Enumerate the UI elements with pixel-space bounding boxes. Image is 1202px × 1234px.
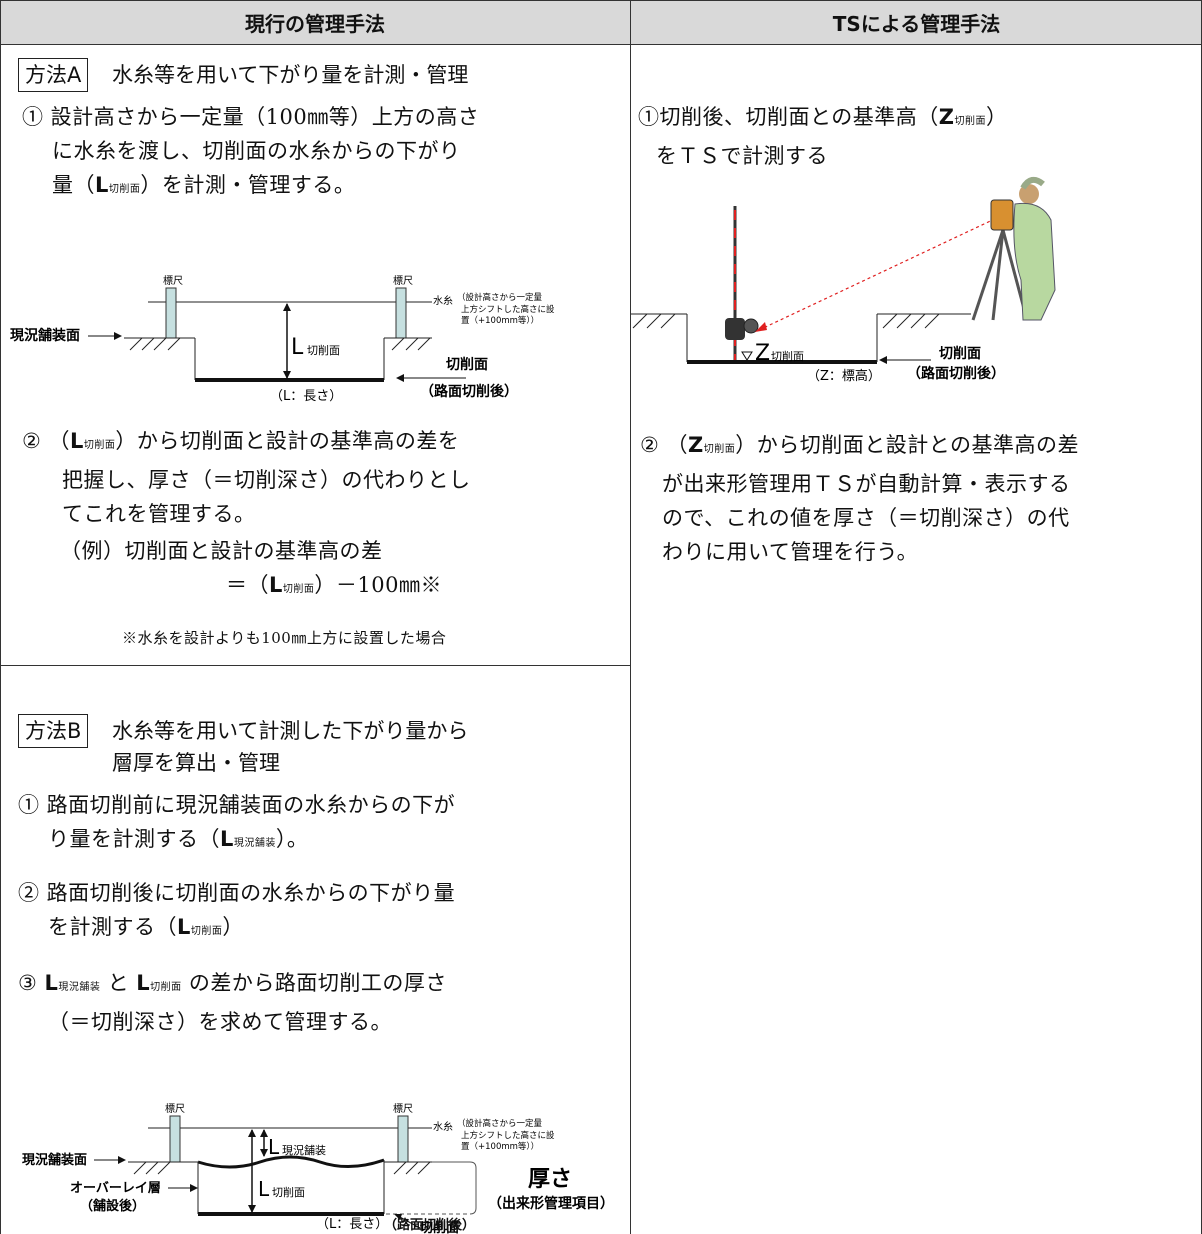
- method-a-example-line1: （例）切削面と設計の基準高の差: [60, 539, 383, 563]
- diagram-ts-z-sub: 切削面: [771, 349, 804, 363]
- diagram-a-existing: 現況舗装面: [10, 327, 80, 344]
- method-a-step1-line1: ① 設計高さから一定量（100㎜等）上方の高さ: [22, 105, 480, 129]
- method-b-title-line1: 水糸等を用いて計測した下がり量から: [112, 719, 469, 743]
- diagram-a-string-note2: 上方シフトした高さに設: [461, 304, 555, 315]
- ts-step2-line3: ので、これの値を厚さ（＝切削深さ）の代: [662, 506, 1070, 530]
- diagram-b-overlay-note: （舗設後）: [80, 1198, 145, 1214]
- ts-step1-line2: をＴＳで計測する: [656, 144, 828, 168]
- diagram-method-b: 標尺 標尺 L 現況舗装 L 切削面 現況舗装面 オーバーレイ層 （舗設後） 水…: [22, 1102, 614, 1234]
- method-a-step1-line3: 量（L切削面）を計測・管理する。: [52, 173, 356, 197]
- diagram-a-string: 水糸: [433, 295, 453, 307]
- diagram-b-after-cut: （路面切削後）: [384, 1218, 476, 1233]
- ts-step1: ①切削後、切削面との基準高（Z切削面） をＴＳで計測する: [638, 100, 1008, 173]
- ts-step2: ② （Z切削面）から切削面と設計との基準高の差 が出来形管理用ＴＳが自動計算・表…: [640, 428, 1079, 569]
- diagram-method-a: 標尺 標尺 L 切削面 現況舗装面 水糸 （設計高さから一定量 上方シフトした高…: [10, 274, 555, 404]
- diagram-ts-cut-surface: 切削面: [939, 345, 981, 362]
- method-b-step1-line2: り量を計測する（L現況舗装）。: [48, 827, 309, 851]
- method-b-title-line2: 層厚を算出・管理: [112, 751, 280, 775]
- diagram-b-existing: 現況舗装面: [22, 1152, 87, 1168]
- surveyor-icon: [971, 176, 1056, 321]
- method-b-step3-line1: ③ L現況舗装 と L切削面 の差から路面切削工の厚さ: [18, 971, 447, 995]
- method-a-step2-line3: てこれを管理する。: [62, 502, 256, 526]
- diagram-b-string-note3: 置（+100mm等））: [461, 1141, 539, 1152]
- staff-right-icon: [397, 1115, 409, 1163]
- diagram-b-string: 水糸: [433, 1121, 453, 1133]
- diagram-a-string-note3: 置（+100mm等））: [461, 315, 539, 326]
- method-a-box: 方法A: [18, 58, 89, 92]
- staff-left-icon: [165, 287, 177, 339]
- diagram-b-staff-right: 標尺: [393, 1102, 413, 1115]
- diagram-b-overlay: オーバーレイ層: [70, 1181, 161, 1196]
- method-b-step3-line2: （＝切削深さ）を求めて管理する。: [48, 1010, 392, 1034]
- method-a-step1: ① 設計高さから一定量（100㎜等）上方の高さ に水糸を渡し、切削面の水糸からの…: [22, 100, 479, 207]
- diagram-b-l-exist: L: [268, 1135, 280, 1159]
- header-ts-method: TSによる管理手法: [631, 0, 1202, 45]
- table-border-left: [0, 0, 1, 1234]
- diagram-b-thickness-note: （出来形管理項目）: [488, 1195, 614, 1212]
- diagram-b-l-exist-sub: 現況舗装: [282, 1143, 326, 1157]
- diagram-a-l-sub: 切削面: [307, 343, 340, 357]
- method-a-step2-line2: 把握し、厚さ（＝切削深さ）の代わりとし: [62, 468, 471, 492]
- method-b-step1: ① 路面切削前に現況舗装面の水糸からの下が り量を計測する（L現況舗装）。: [18, 788, 455, 861]
- staff-right-label: 標尺: [393, 274, 413, 287]
- ts-step2-line4: わりに用いて管理を行う。: [662, 540, 919, 564]
- method-b-step2: ② 路面切削後に切削面の水糸からの下がり量 を計測する（L切削面）: [18, 876, 455, 949]
- method-b-step3: ③ L現況舗装 と L切削面 の差から路面切削工の厚さ （＝切削深さ）を求めて管…: [18, 966, 447, 1039]
- ts-step2-line2: が出来形管理用ＴＳが自動計算・表示する: [662, 472, 1071, 496]
- staff-left-label: 標尺: [163, 274, 183, 287]
- method-a-title: 水糸等を用いて下がり量を計測・管理: [112, 63, 469, 87]
- method-a-example-line2: ＝（L切削面）－100㎜※: [226, 573, 442, 597]
- diagram-ts-elevation: （Z：標高）: [807, 368, 881, 384]
- row-divider: [0, 665, 630, 666]
- ts-step2-line1: ② （Z切削面）から切削面と設計との基準高の差: [640, 433, 1080, 457]
- header-current-method: 現行の管理手法: [0, 0, 630, 45]
- table-column-divider: [630, 0, 631, 1234]
- method-a-note: ※水糸を設計よりも100㎜上方に設置した場合: [122, 629, 447, 647]
- diagram-b-string-note1: （設計高さから一定量: [457, 1118, 543, 1129]
- diagram-ts: Z 切削面 （Z：標高） 切削面 （路面切削後）: [631, 176, 1056, 384]
- diagram-ts-after-cut: （路面切削後）: [907, 365, 1005, 382]
- staff-right-icon: [395, 287, 407, 339]
- method-a-step1-line2: に水糸を渡し、切削面の水糸からの下がり: [52, 139, 461, 163]
- diagram-b-l-cut: L: [258, 1177, 270, 1201]
- method-a-step2: ② （L切削面）から切削面と設計の基準高の差を 把握し、厚さ（＝切削深さ）の代わ…: [22, 424, 471, 531]
- diagram-a-l-label: L: [291, 335, 304, 360]
- diagram-b-cut-surface: 切削面: [420, 1220, 459, 1234]
- diagram-a-length: （L：長さ）: [270, 389, 342, 404]
- method-b-step1-line1: ① 路面切削前に現況舗装面の水糸からの下が: [18, 793, 456, 817]
- prism-icon: [725, 318, 745, 340]
- ts-step1-line1: ①切削後、切削面との基準高（Z切削面）: [638, 105, 1008, 129]
- diagram-a-cut-surface: 切削面: [446, 356, 488, 373]
- diagram-b-staff-left: 標尺: [165, 1102, 185, 1115]
- method-b-step2-line1: ② 路面切削後に切削面の水糸からの下がり量: [18, 881, 456, 905]
- diagram-a-string-note1: （設計高さから一定量: [457, 292, 543, 303]
- table-border-top: [0, 0, 1202, 1]
- diagram-b-l-cut-sub: 切削面: [272, 1185, 305, 1199]
- laser-line: [758, 215, 1002, 331]
- diagram-a-after-cut: （路面切削後）: [420, 383, 518, 400]
- diagram-b-length: （L：長さ）: [316, 1217, 388, 1232]
- method-a-step2-line1: ② （L切削面）から切削面と設計の基準高の差を: [22, 429, 460, 453]
- method-b-step2-line2: を計測する（L切削面）: [48, 915, 244, 939]
- diagram-ts-z-label: Z: [755, 341, 770, 366]
- diagram-b-string-note2: 上方シフトした高さに設: [461, 1130, 555, 1141]
- staff-left-icon: [169, 1115, 181, 1163]
- method-b-box: 方法B: [18, 714, 89, 748]
- diagram-b-thickness: 厚さ: [528, 1167, 572, 1192]
